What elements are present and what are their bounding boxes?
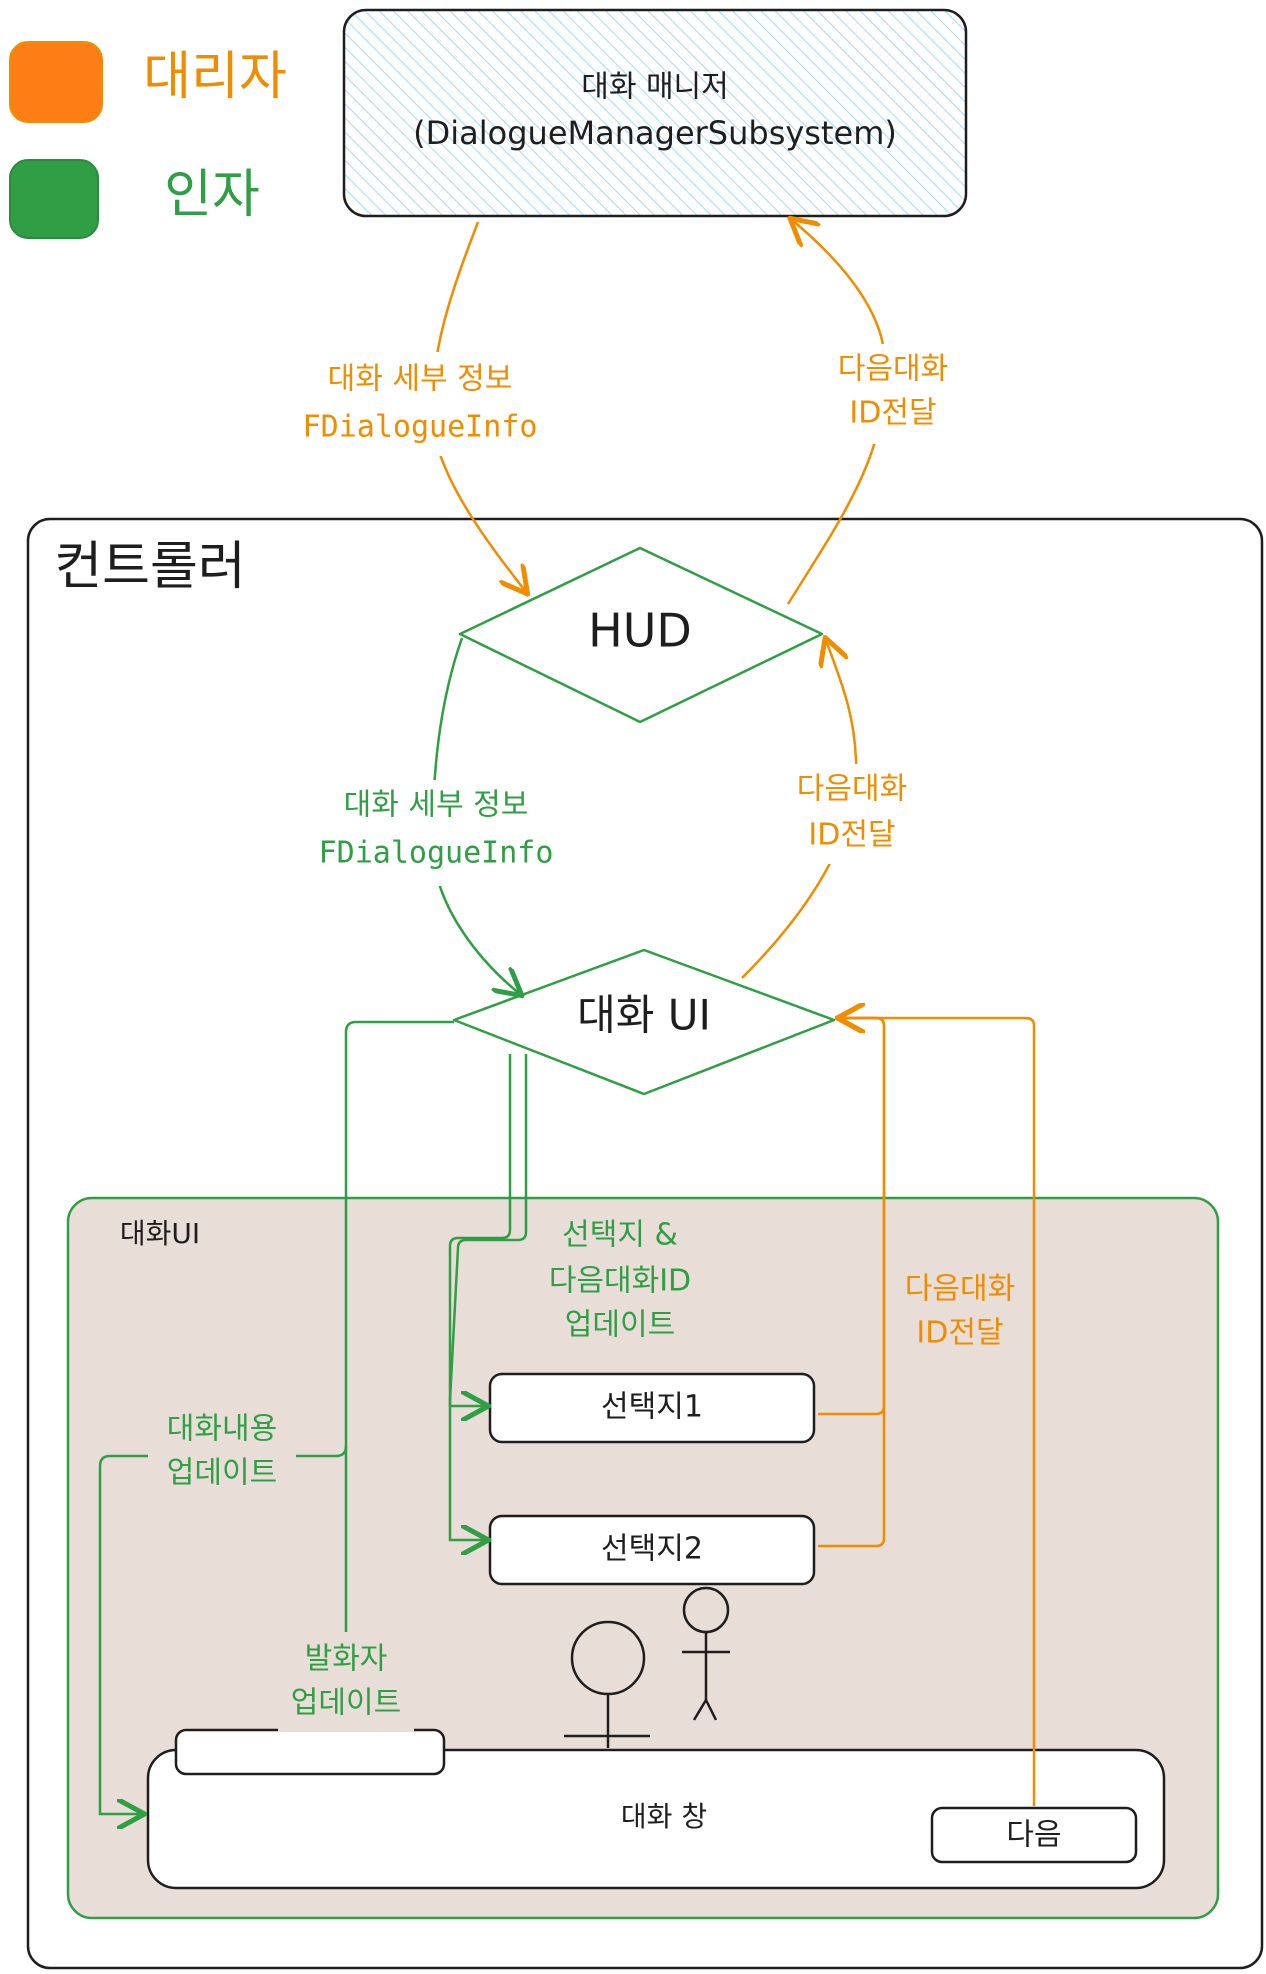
edge-label-choices-line2: 다음대화ID (549, 1264, 691, 1299)
controller-label: 컨트롤러 (54, 537, 245, 597)
choice-label-1: 선택지1 (601, 1390, 703, 1425)
edge-label-bg-hud-mgr (820, 344, 966, 444)
dialogue-manager-title: 대화 매니저 (581, 70, 729, 105)
next-button-label: 다음 (1006, 1818, 1061, 1853)
dialogue-ui-panel-label: 대화UI (120, 1217, 200, 1250)
edge-label-choice-ui-line2: ID전달 (916, 1316, 1003, 1351)
speaker-figure-small (682, 1586, 730, 1721)
edge-label-content-line2: 업데이트 (167, 1456, 277, 1491)
legend-green-label: 인자 (164, 165, 260, 225)
edge-label-choice-ui-line1: 다음대화 (905, 1272, 1015, 1307)
dialogue-manager-subtitle: (DialogueManagerSubsystem) (413, 114, 897, 152)
edge-label-choices-line3: 업데이트 (565, 1308, 675, 1343)
edge-label-bg-hud-ui (306, 780, 568, 886)
edge-label-bg-ui-hud (780, 764, 926, 864)
edge-label-mgr-hud-line1: 대화 세부 정보 (328, 362, 513, 397)
edge-label-hud-mgr-line1: 다음대화 (838, 352, 948, 387)
edge-label-bg-choice-ui (886, 1264, 1032, 1364)
dialogue-window-label: 대화 창 (621, 1800, 707, 1833)
edge-label-speaker-line1: 발화자 (305, 1642, 388, 1677)
dialogue-window (146, 1748, 1166, 1890)
controller-container (26, 517, 1264, 1970)
hud-label: HUD (588, 604, 692, 658)
edge-label-bg-speaker (278, 1632, 414, 1732)
choice-label-2: 선택지2 (601, 1532, 703, 1567)
dialogue-ui-label: 대화 UI (577, 991, 711, 1040)
edge-label-ui-hud-line2: ID전달 (808, 818, 895, 853)
next-button[interactable] (930, 1806, 1138, 1864)
edge-label-hud-mgr-line2: ID전달 (849, 396, 936, 431)
legend-green-swatch (9, 159, 99, 239)
arrow-choices-update-1 (448, 1054, 512, 1406)
dialogue-manager-box (342, 8, 968, 218)
arrow-next-to-ui (840, 1018, 1036, 1806)
arrow-choices-update-2 (448, 1054, 528, 1540)
edge-label-hud-ui-line1: 대화 세부 정보 (344, 788, 529, 823)
edge-label-mgr-hud-line2: FDialogueInfo (303, 410, 538, 445)
edge-label-choices-line1: 선택지 & (562, 1218, 678, 1253)
edge-label-speaker-line2: 업데이트 (291, 1686, 401, 1721)
arrow-content-update (98, 1020, 454, 1814)
edge-label-bg-mgr-hud (290, 352, 554, 456)
edge-label-hud-ui-line2: FDialogueInfo (319, 836, 554, 871)
hud-node (458, 546, 824, 724)
speaker-name-box (174, 1728, 446, 1776)
legend-orange-swatch (9, 41, 103, 123)
edge-label-ui-hud-line1: 다음대화 (797, 772, 907, 807)
edge-label-bg-content (148, 1404, 296, 1508)
speaker-figure-large (564, 1620, 650, 1748)
edge-label-content-line1: 대화내용 (167, 1412, 277, 1447)
legend-orange-label: 대리자 (143, 47, 287, 107)
